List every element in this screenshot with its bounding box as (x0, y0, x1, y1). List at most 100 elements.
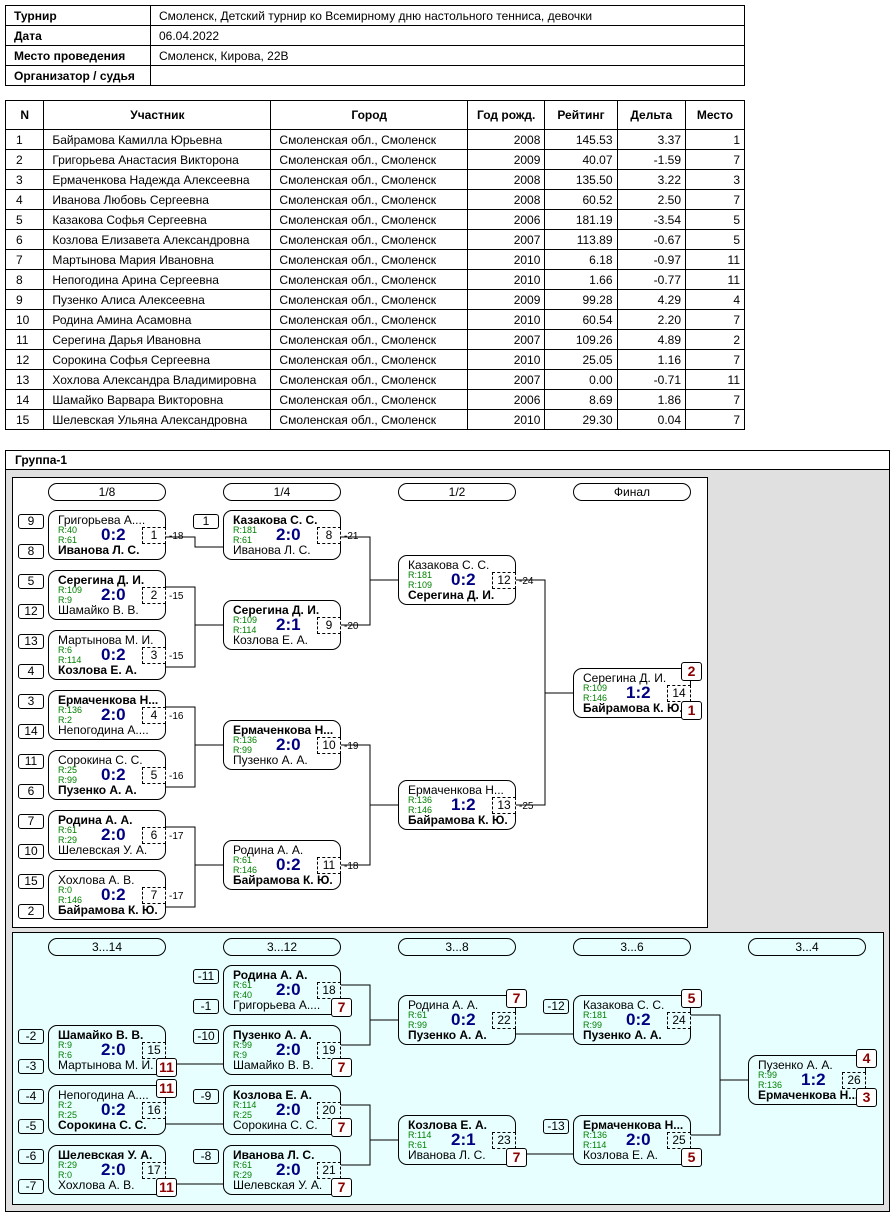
player-bottom: Байрамова К. Ю. (408, 813, 508, 827)
player-top: Мартынова М. И. (58, 633, 154, 647)
player-bottom: Хохлова А. В. (58, 1178, 135, 1192)
player-top: Казакова С. С. (583, 998, 665, 1012)
table-cell: Сорокина Софья Сергеевна (43, 349, 272, 370)
table-cell: 2007 (466, 369, 546, 390)
table-cell: 99.28 (544, 289, 618, 310)
rating-bottom: R:25 (233, 1110, 253, 1120)
info-row: Организатор / судья (5, 65, 745, 86)
rating-top: R:29 (58, 1160, 78, 1170)
table-cell: 3 (685, 169, 745, 190)
match-number: 15 (142, 1042, 166, 1059)
rating-bottom: R:114 (58, 655, 82, 665)
table-cell: -0.77 (616, 269, 687, 290)
match-number: 21 (317, 1162, 341, 1179)
round-header: Финал (573, 483, 691, 501)
table-cell: 5 (685, 209, 745, 230)
round-header: 3...12 (223, 938, 341, 956)
seed-box: -13 (543, 1119, 569, 1134)
table-cell: 1 (4, 129, 45, 150)
column-header: Место (685, 100, 745, 130)
seed-box: 13 (18, 634, 44, 649)
table-cell: -0.71 (616, 369, 687, 390)
match-number: 8 (317, 527, 341, 544)
match-number: 17 (142, 1162, 166, 1179)
table-cell: Смоленская обл., Смоленск (270, 349, 468, 370)
table-cell: Пузенко Алиса Алексеевна (43, 289, 272, 310)
table-cell: 2010 (466, 409, 546, 430)
table-cell: Казакова Софья Сергеевна (43, 209, 272, 230)
player-bottom: Козлова Е. А. (58, 663, 137, 677)
rating-bottom: R:29 (233, 1170, 253, 1180)
table-cell: Смоленская обл., Смоленск (270, 269, 468, 290)
table-cell: 11 (685, 369, 745, 390)
player-top: Шамайко В. В. (58, 1028, 144, 1042)
player-bottom: Шамайко В. В. (58, 603, 139, 617)
player-top: Родина А. А. (58, 813, 133, 827)
seed-box: -7 (18, 1179, 44, 1194)
table-cell: -3.54 (616, 209, 687, 230)
rating-bottom: R:6 (58, 1050, 73, 1060)
place-badge: 7 (331, 1178, 352, 1197)
info-label: Место проведения (5, 45, 151, 66)
match-number: 3 (142, 647, 166, 664)
rating-top: R:136 (233, 735, 258, 745)
table-cell: 1.16 (616, 349, 687, 370)
match-score: 2:0 (626, 1130, 651, 1149)
rating-top: R:181 (408, 570, 433, 580)
table-cell: 2.50 (616, 189, 687, 210)
table-cell: 135.50 (544, 169, 618, 190)
round-header: 1/2 (398, 483, 516, 501)
table-cell: Родина Амина Асамовна (43, 309, 272, 330)
info-label: Турнир (5, 5, 151, 26)
table-cell: 1.66 (544, 269, 618, 290)
table-cell: Серегина Дарья Ивановна (43, 329, 272, 350)
player-bottom: Серегина Д. И. (408, 588, 495, 602)
player-bottom: Ермаченкова Н... (758, 1088, 859, 1102)
match-score: 0:2 (451, 570, 476, 589)
place-badge: 7 (506, 1148, 527, 1167)
table-cell: 7 (685, 149, 745, 170)
match-number: 16 (142, 1102, 166, 1119)
player-top: Серегина Д. И. (58, 573, 145, 587)
table-cell: 3.37 (616, 129, 687, 150)
table-cell: Хохлова Александра Владимировна (43, 369, 272, 390)
table-cell: 9 (4, 289, 45, 310)
match-number: 10 (317, 737, 341, 754)
match-score: 2:0 (276, 735, 301, 754)
table-cell: Смоленская обл., Смоленск (270, 329, 468, 350)
place-badge: 4 (856, 1049, 877, 1068)
column-header: Город (270, 100, 468, 130)
table-cell: 40.07 (544, 149, 618, 170)
table-cell: Смоленская обл., Смоленск (270, 229, 468, 250)
rating-bottom: R:9 (233, 1050, 248, 1060)
